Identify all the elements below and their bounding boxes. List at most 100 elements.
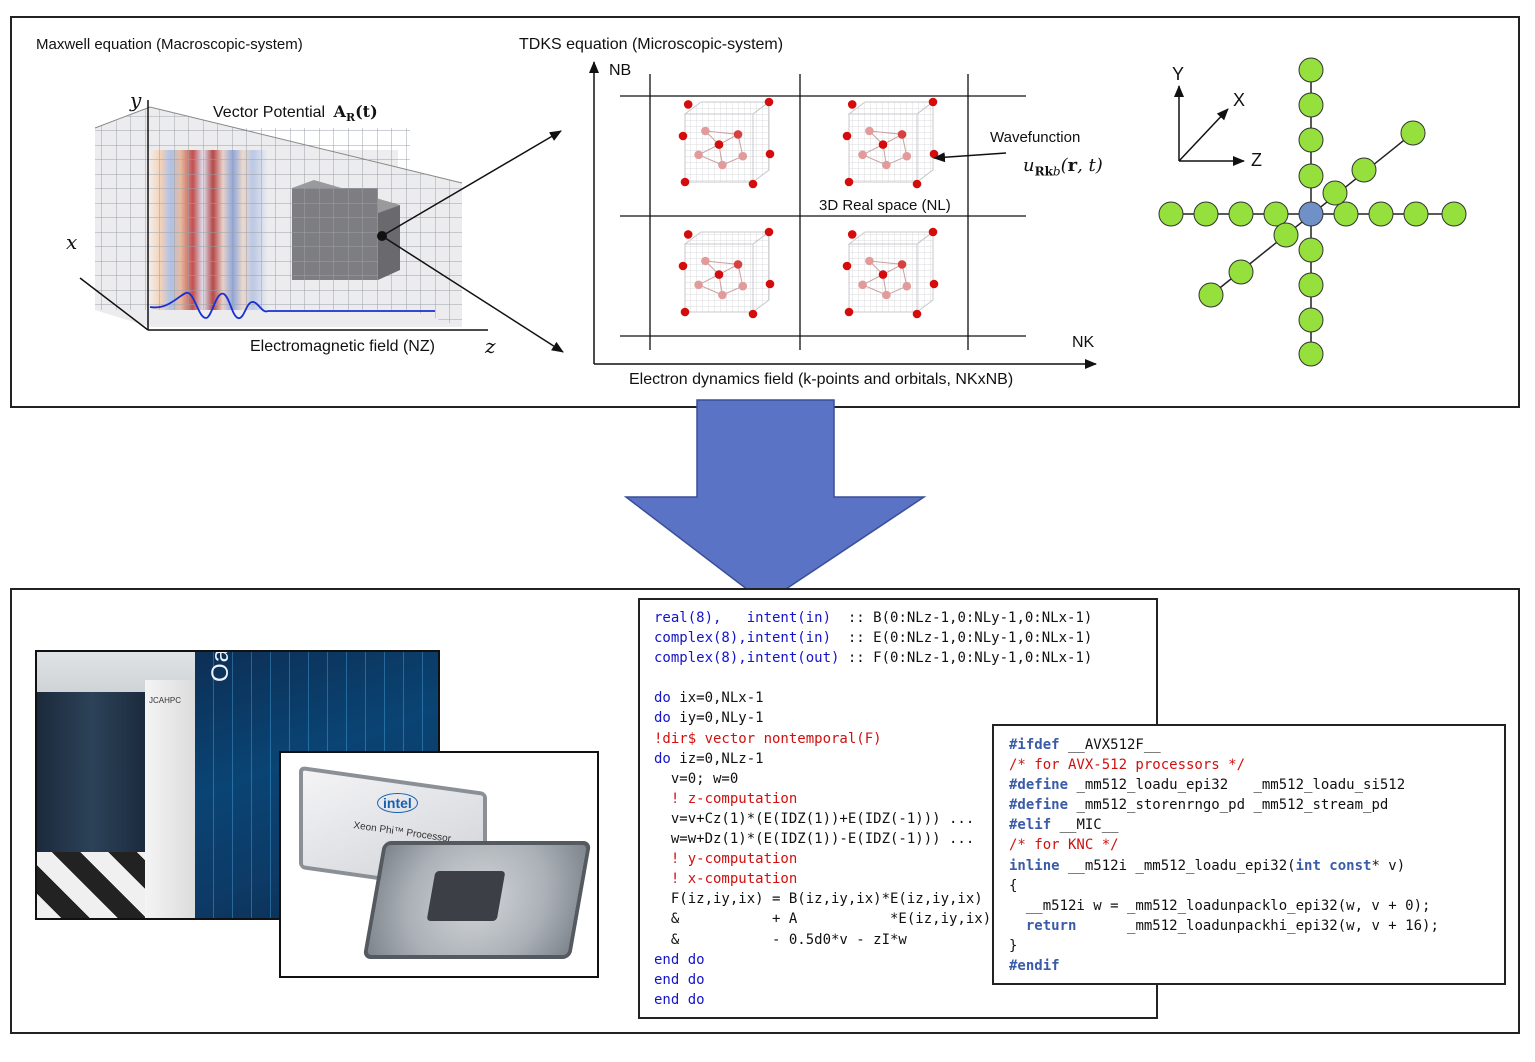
- code-token: ix=0,NLx-1: [670, 690, 764, 707]
- bond-line: [862, 154, 887, 166]
- stencil-node: [1193, 201, 1219, 227]
- bond-line: [705, 260, 739, 265]
- code-token: ! y-computation: [654, 851, 798, 868]
- stencil-node: [1228, 201, 1254, 227]
- c-code-line: {: [1009, 876, 1504, 896]
- c-code-line: #endif: [1009, 956, 1504, 976]
- atom-dot: [878, 140, 888, 149]
- atom-dot: [701, 256, 710, 266]
- code-token: :: E(0:NLz-1,0:NLy-1,0:NLx-1): [831, 630, 1093, 647]
- supercomputer-brand: Oakforest PACS: [207, 652, 235, 682]
- code-token: /* for AVX-512 processors */: [1009, 757, 1246, 774]
- stencil-node: [1368, 201, 1394, 227]
- c-code-line: /* for AVX-512 processors */: [1009, 755, 1504, 775]
- maxwell-axis-x: x: [66, 230, 78, 254]
- fortran-line: [654, 668, 1156, 688]
- code-token: end do: [654, 971, 705, 988]
- cube-side-face: [752, 101, 770, 183]
- bond-line: [698, 154, 723, 166]
- code-token: #define: [1009, 797, 1069, 814]
- chip-brand: intel: [377, 793, 418, 813]
- stencil-node: [1263, 201, 1289, 227]
- code-token: int const: [1295, 857, 1372, 874]
- tdks-axis-nk: NK: [1072, 334, 1095, 351]
- code-token: complex(8),intent(in): [654, 630, 832, 647]
- atom-dot: [680, 307, 690, 317]
- stencil-node: [1298, 127, 1324, 153]
- atom-dot: [844, 177, 854, 187]
- stencil-node: [1298, 57, 1324, 83]
- fortran-line: end do: [654, 950, 1156, 970]
- atom-dot: [765, 279, 775, 289]
- code-token: #endif: [1009, 958, 1060, 975]
- stencil-node: [1298, 163, 1324, 189]
- atom-dot: [882, 290, 891, 300]
- fortran-line: do ix=0,NLx-1: [654, 688, 1156, 708]
- cube-side-face: [752, 231, 770, 313]
- code-token: !dir$ vector nontemporal(F): [654, 730, 882, 747]
- code-token: v=v+Cz(1)*(E(IDZ(1))+E(IDZ(-1))) ...: [654, 810, 975, 827]
- wavefunction-label: Wavefunction: [990, 129, 1081, 146]
- supercomputer-org: JCAHPC: [149, 696, 182, 705]
- atom-dot: [928, 227, 938, 237]
- fortran-line: ! z-computation: [654, 789, 1156, 809]
- code-token: _mm512_loadu_epi32 _mm512_loadu_si512: [1068, 777, 1406, 794]
- code-token: real(8), intent(in): [654, 610, 832, 626]
- code-token: v=0; w=0: [654, 770, 739, 787]
- atom-dot: [738, 151, 748, 161]
- bond-line: [862, 284, 887, 296]
- atom-dot: [897, 260, 907, 269]
- atom-dot: [912, 179, 922, 189]
- cube-front-face: [684, 113, 754, 183]
- atom-dot: [694, 280, 703, 290]
- stencil-node: [1298, 307, 1324, 333]
- atom-dot: [847, 230, 857, 239]
- code-token: iy=0,NLy-1: [670, 710, 764, 727]
- fortran-line: complex(8),intent(in) :: E(0:NLz-1,0:NLy…: [654, 628, 1156, 648]
- fortran-line: end do: [654, 970, 1156, 990]
- stencil-node: [1322, 180, 1348, 206]
- big-down-arrow: [623, 399, 927, 604]
- maxwell-title: Maxwell equation (Macroscopic-system): [36, 36, 303, 53]
- maxwell-axis-z: z: [485, 334, 496, 358]
- atom-dot: [842, 261, 852, 271]
- atom-dot: [714, 270, 724, 279]
- atom-dot: [694, 150, 703, 160]
- atom-dot: [733, 260, 743, 269]
- atom-dot: [714, 140, 724, 149]
- stencil-node: [1228, 259, 1254, 285]
- atom-dot: [733, 130, 743, 139]
- c-code-line: __m512i w = _mm512_loadunpacklo_epi32(w,…: [1009, 896, 1504, 916]
- fortran-line: & - 0.5d0*v - zI*w: [654, 930, 1156, 950]
- code-token: }: [1009, 937, 1018, 954]
- tdks-field-label: Electron dynamics field (k-points and or…: [629, 371, 1014, 388]
- wavefunction-math: uRkb(r, t): [1023, 155, 1103, 179]
- fortran-line: end do: [654, 990, 1156, 1010]
- atom-dot: [678, 131, 688, 141]
- atom-dot: [680, 177, 690, 187]
- stencil-axis-y: Y: [1172, 64, 1185, 84]
- wavefunction-arrow: [933, 152, 1007, 163]
- atom-dot: [764, 227, 774, 237]
- stencil-node: [1158, 201, 1184, 227]
- atom-dot: [765, 149, 775, 159]
- code-token: __m512i _mm512_loadu_epi32(: [1059, 857, 1296, 874]
- atom-dot: [858, 280, 867, 290]
- atom-dot: [748, 309, 758, 319]
- atom-dot: [902, 281, 912, 291]
- vector-potential-math: AR(t): [333, 102, 378, 125]
- fortran-line: F(iz,iy,ix) = B(iz,iy,ix)*E(iz,iy,ix): [654, 889, 1156, 909]
- tdks-axis-nb: NB: [609, 62, 632, 79]
- atom-dot: [858, 150, 867, 160]
- crystal-cells: [678, 97, 939, 319]
- c-intrinsics-code-block: #ifdef __AVX512F__/* for AVX-512 process…: [992, 724, 1506, 985]
- code-token: end do: [654, 991, 705, 1008]
- c-code-line: return _mm512_loadunpackhi_epi32(w, v + …: [1009, 916, 1504, 936]
- atom-dot: [842, 131, 852, 141]
- atom-dot: [718, 160, 727, 170]
- stencil-node: [1351, 157, 1377, 183]
- stencil-axis-x: X: [1233, 90, 1246, 110]
- code-token: F(iz,iy,ix) = B(iz,iy,ix)*E(iz,iy,ix): [654, 891, 983, 908]
- atom-dot: [929, 279, 939, 289]
- atom-dot: [897, 130, 907, 139]
